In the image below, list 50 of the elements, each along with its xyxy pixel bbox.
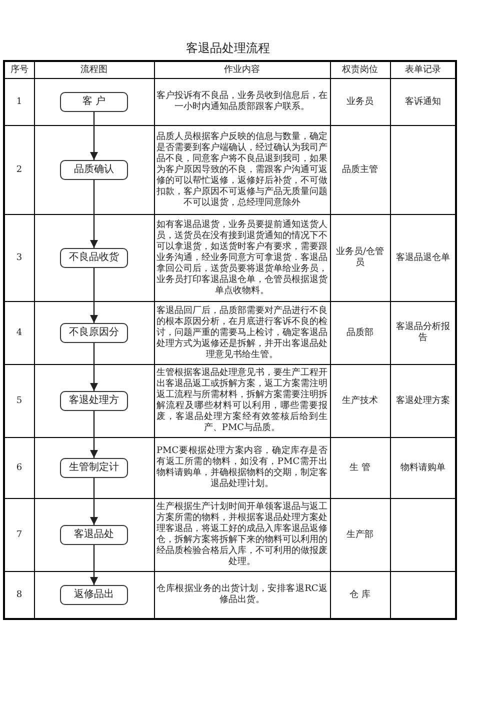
process-box: 返修品出	[60, 585, 128, 605]
arrow	[90, 343, 98, 391]
step-description: 仓库根据业务的出货计划，安排客退RC返修品出货。	[156, 584, 328, 605]
responsible-role: 生 管	[350, 462, 370, 472]
step-number: 4	[16, 328, 22, 338]
responsible-role: 业务员	[346, 96, 374, 106]
step-number: 7	[16, 530, 22, 540]
form-record: 客诉通知	[404, 96, 441, 106]
step-number: 3	[16, 252, 22, 262]
step-number: 6	[16, 462, 22, 472]
process-box: 客 户	[60, 92, 128, 112]
responsible-role: 品质主管	[342, 164, 378, 174]
process-box: 客退处理方	[60, 391, 128, 411]
form-record: 客退品分析报告	[396, 322, 450, 343]
arrow	[90, 545, 98, 585]
responsible-role: 生产部	[346, 530, 374, 540]
form-record: 物料请购单	[400, 462, 446, 472]
responsible-role: 仓 库	[350, 590, 370, 600]
form-record: 客退品退仓单	[396, 252, 450, 262]
step-description: 品质人员根据客户反映的信息与数量，确定是否需要到客户端确认，经过确认为我司产品不良，同意客户将不良品退到我司，如果为客户原因导致的不良，需跟客户沟通可返修的可以帮忙返修，返修好后补货，不可做扣款，客户原因不可返修与产品无质量问题不可以退货，总经理同意除外	[156, 132, 328, 208]
arrow	[90, 112, 98, 160]
arrow	[90, 180, 98, 248]
arrow	[90, 478, 98, 525]
step-description: 客退品回厂后，品质部需要对产品进行不良的根本原因分析，在月底进行客诉不良的检讨，问题严重的需要马上检讨，确定客退品处理方式为返修还是拆解，并开出客退品处理意见书给生管。	[156, 306, 328, 360]
form-record: 客退处理方案	[396, 396, 450, 406]
step-description: 如有客退品退货，业务员要提前通知送货人员，送货员在没有接到退货通知的情况下不可以拿退货，如送货时客户有要求，需要跟业务沟通，经业务同意方可拿退货．客退品拿回公司后，送货员要将退货单给业务员，业务员打印客退品退仓单，仓管员根据退货单点收物料。	[156, 220, 328, 296]
column-header: 序号	[10, 64, 28, 74]
process-box: 品质确认	[60, 160, 128, 180]
column-header: 作业内容	[224, 64, 260, 74]
responsible-role: 品质部	[346, 328, 374, 338]
arrow	[90, 411, 98, 458]
step-number: 1	[16, 96, 22, 106]
process-box: 不良品收货	[60, 248, 128, 268]
step-description: 生管根据客退品处理意见书，要生产工程开出客退品返工或拆解方案，返工方案需注明返工流程与所需材料，拆解方案需要注明拆解流程及哪些材料可以利用，哪些需要报废，客退品处理方案经有效签核后给到生产、PMC与品质。	[156, 368, 328, 433]
step-number: 5	[16, 396, 22, 406]
arrow	[90, 268, 98, 323]
step-number: 8	[16, 590, 22, 600]
step-description: PMC要根据处理方案内容，确定库存是否有返工所需的物料，如没有，PMC需开出物料请购单，并确根据物料的交期，制定客退品处理计划。	[156, 446, 328, 489]
process-box: 客退品处	[60, 525, 128, 545]
column-header: 表单记录	[404, 64, 441, 74]
responsible-role: 生产技术	[342, 396, 378, 406]
step-description: 客户投诉有不良品，业务员收到信息后，在一小时内通知品质部跟客户联系。	[156, 91, 328, 112]
column-header: 权责岗位	[342, 64, 378, 74]
process-box: 不良原因分	[60, 323, 128, 343]
step-description: 生产根据生产计划时间开单领客退品与返工方案所需的物料，并根据客退品处理方案处理客退品，将返工好的成品入库客退品返修仓，拆解方案将拆解下来的物料可以利用的经品质检验合格后入库，不可利用的做报废处理。	[156, 502, 328, 567]
process-box: 生管制定计	[60, 458, 128, 478]
column-header: 流程图	[80, 64, 108, 74]
page-title: 客退品处理流程	[185, 40, 271, 57]
step-number: 2	[16, 164, 22, 174]
responsible-role: 业务员/仓管员	[336, 247, 384, 268]
